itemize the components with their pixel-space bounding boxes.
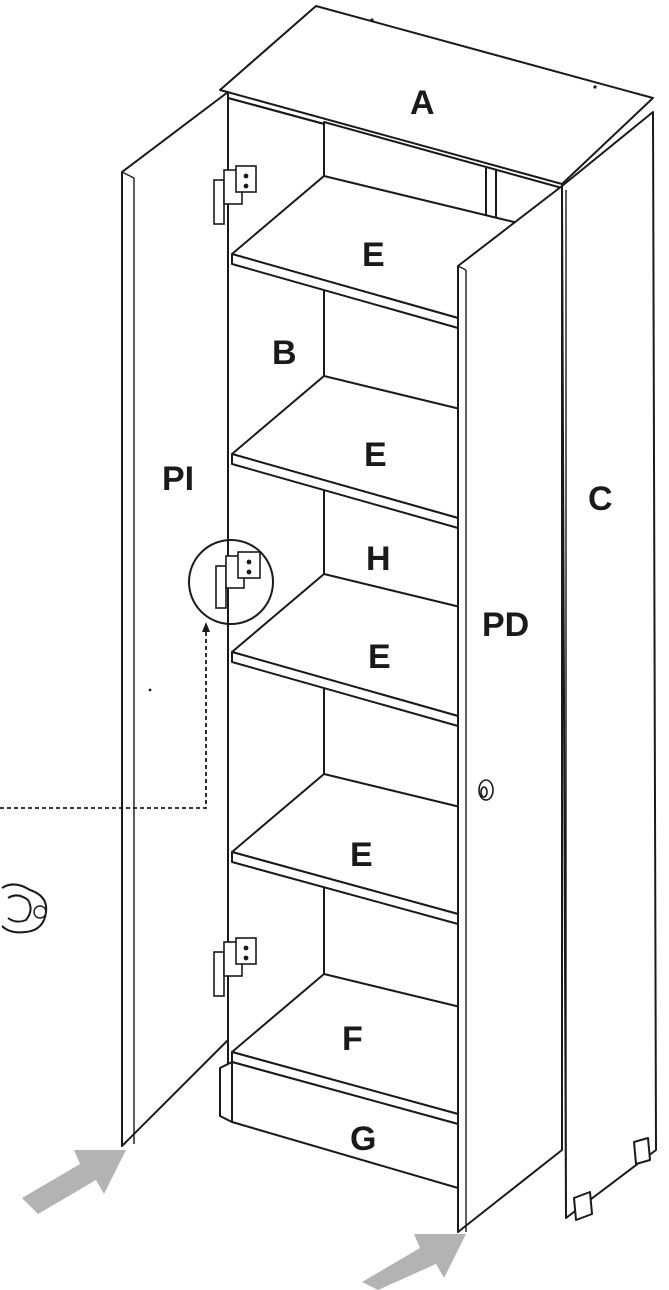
label-side-c: C: [588, 480, 613, 518]
label-shelf-1: E: [362, 236, 385, 274]
bottom-panel-f: [231, 973, 515, 1125]
label-shelf-4: E: [350, 836, 373, 874]
label-shelf-2: E: [364, 436, 387, 474]
hinge-icon-top: [213, 165, 257, 225]
hinge-icon-bottom: [213, 937, 257, 997]
label-hinge-h: H: [366, 540, 391, 578]
door-knob-icon: [478, 779, 494, 801]
label-top-a: A: [410, 84, 435, 122]
label-shelf-3: E: [368, 638, 391, 676]
label-plinth-g: G: [350, 1120, 376, 1158]
label-right-door-pd: PD: [482, 606, 529, 644]
detail-leader-line: [0, 622, 210, 809]
push-arrow-icon-right: [362, 1234, 466, 1290]
label-bottom-f: F: [342, 1020, 363, 1058]
shelf-1: [231, 175, 515, 329]
label-back-b: B: [272, 334, 297, 372]
push-arrow-icon-left: [22, 1150, 126, 1214]
right-door-pd: [457, 185, 563, 1233]
side-panel-c: [561, 111, 657, 1221]
hinge-detail-partial: [1, 883, 48, 934]
label-left-door-pi: PI: [162, 460, 194, 498]
left-door-pi: [121, 91, 229, 1147]
magnify-circle-icon: [188, 539, 274, 625]
